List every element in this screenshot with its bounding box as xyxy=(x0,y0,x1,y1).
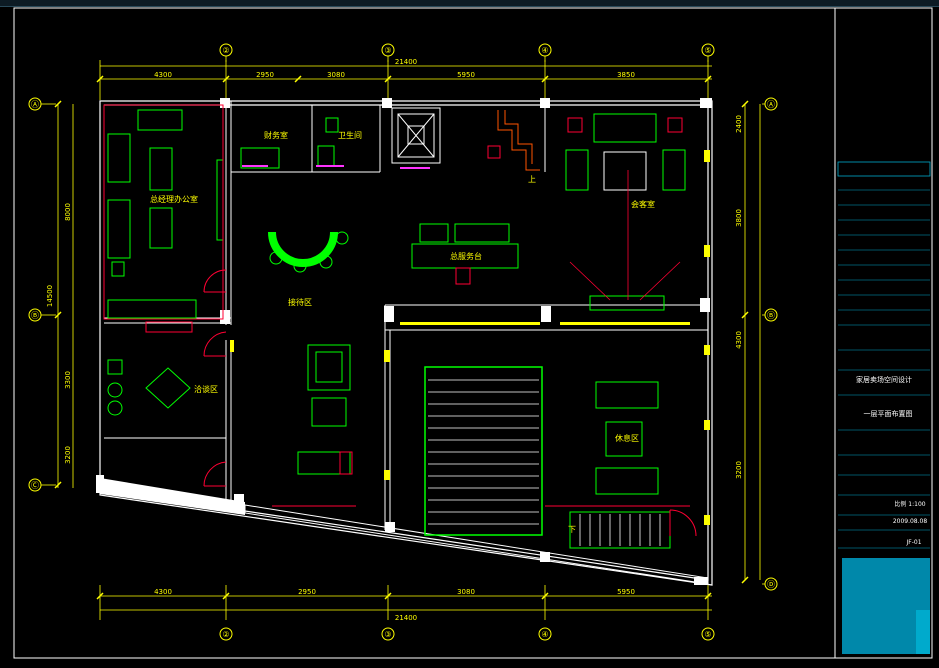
dim-bottom-seg-4: 5950 xyxy=(617,588,635,596)
axis-bottom-3: ③ xyxy=(384,630,391,639)
dim-left-seg-2: 3300 xyxy=(64,371,72,389)
display-hatch xyxy=(428,379,539,525)
room-general-manager: 总经理办公室 xyxy=(150,194,198,204)
slanted-bottom-wall-2 xyxy=(244,504,709,585)
axis-right-b: Ⓑ xyxy=(767,311,775,320)
dim-top-seg-1: 4300 xyxy=(154,71,172,79)
axis-bottom-2: ② xyxy=(222,630,229,639)
titleblock-sheet-no: JF-01 xyxy=(905,539,921,546)
titleblock-project: 家居卖场空间设计 xyxy=(856,375,912,384)
dim-left-seg-3: 3200 xyxy=(64,446,72,464)
interior-partitions xyxy=(104,101,709,530)
title-block xyxy=(834,8,931,658)
titleblock-date: 2009.08.08 xyxy=(893,518,928,525)
room-rest-area: 休息区 xyxy=(615,433,639,443)
room-finance: 财务室 xyxy=(264,130,288,140)
dim-top-seg-5: 3850 xyxy=(617,71,635,79)
titleblock-scale: 比例 1:100 xyxy=(894,500,925,508)
dim-bottom-total: 21400 xyxy=(395,614,417,622)
wall-markers xyxy=(230,150,710,525)
axis-right-a: Ⓐ xyxy=(767,100,775,109)
room-negotiation: 洽谈区 xyxy=(194,384,218,394)
room-labels: 总经理办公室 财务室 卫生间 会客室 总服务台 接待区 洽谈区 休息区 上 下 xyxy=(150,130,655,534)
slanted-bottom-wall xyxy=(100,478,245,515)
window-top-bar xyxy=(0,0,939,7)
stair-up-label: 上 xyxy=(528,175,536,184)
axis-bubble-leaders xyxy=(41,56,765,585)
structural-columns xyxy=(96,98,712,585)
room-front-desk: 总服务台 xyxy=(450,251,482,261)
dim-top-seg-3: 3080 xyxy=(327,71,345,79)
dim-top-seg-4: 5950 xyxy=(457,71,475,79)
axis-left-b: Ⓑ xyxy=(31,311,39,320)
axis-left-a: Ⓐ xyxy=(31,100,39,109)
dim-bottom-seg-1: 4300 xyxy=(154,588,172,596)
axis-top-2: ② xyxy=(222,46,229,55)
axis-bubbles xyxy=(28,43,778,641)
dim-top-seg-2: 2950 xyxy=(256,71,274,79)
dim-right-seg-4: 3200 xyxy=(735,461,743,479)
dimension-ticks xyxy=(54,75,749,600)
stair-down-label: 下 xyxy=(568,525,576,534)
stairs-down-treads xyxy=(579,514,661,546)
axis-top-5: ⑤ xyxy=(704,46,711,55)
axis-top-3: ③ xyxy=(384,46,391,55)
drawing-border xyxy=(13,7,933,659)
dim-left-seg-1: 8000 xyxy=(64,203,72,221)
room-reception: 会客室 xyxy=(631,199,655,209)
doors xyxy=(103,104,697,537)
room-toilet: 卫生间 xyxy=(338,130,362,140)
room-lobby: 接待区 xyxy=(288,297,312,307)
door-marks xyxy=(242,165,430,169)
stairs-up xyxy=(497,110,540,171)
dim-right-seg-3: 4300 xyxy=(735,331,743,349)
dim-right-seg-1: 2400 xyxy=(735,115,743,133)
axis-bottom-4: ④ xyxy=(541,630,548,639)
dim-bottom-seg-3: 3080 xyxy=(457,588,475,596)
axis-top-4: ④ xyxy=(541,46,548,55)
furniture xyxy=(107,107,686,549)
axis-left-c: Ⓒ xyxy=(31,481,39,490)
dim-right-seg-2: 3800 xyxy=(735,209,743,227)
axis-bottom-5: ⑤ xyxy=(704,630,711,639)
titleblock-drawing-name: 一层平面布置图 xyxy=(864,409,913,418)
axis-right-d: Ⓓ xyxy=(767,580,775,589)
dim-bottom-seg-2: 2950 xyxy=(298,588,316,596)
dim-top-total: 21400 xyxy=(395,58,417,66)
display-sightlines xyxy=(569,170,681,301)
dim-left-total: 14500 xyxy=(46,285,54,307)
